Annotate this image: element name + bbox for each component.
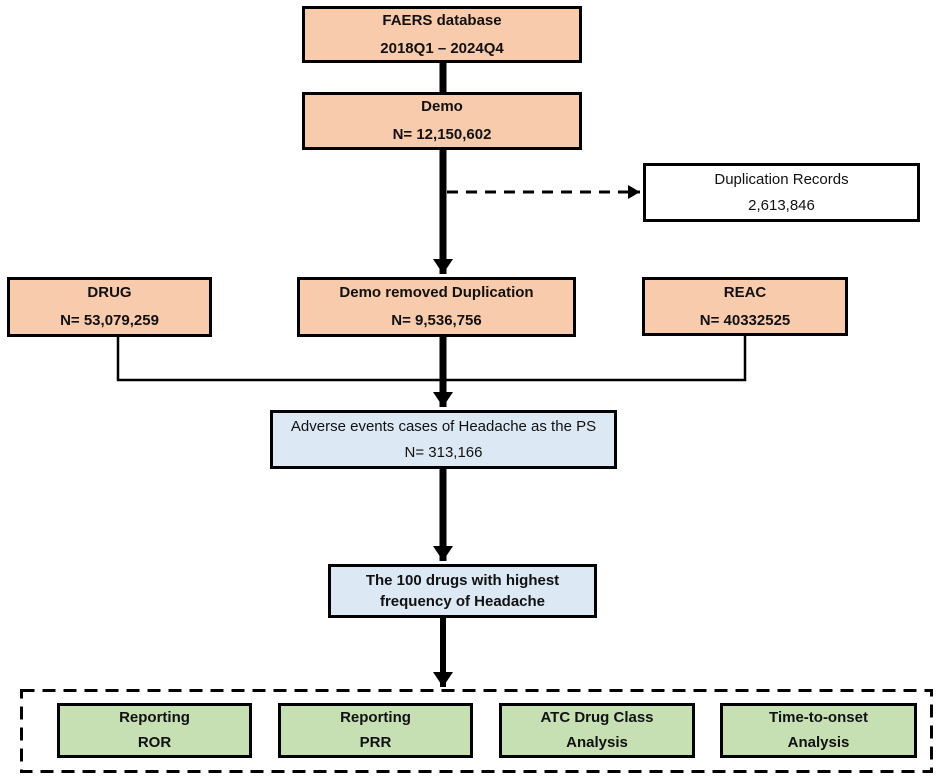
demo-removed-count: N= 9,536,756 xyxy=(391,312,482,329)
duplication-records-title: Duplication Records xyxy=(714,170,849,188)
faers-database-title: FAERS database xyxy=(382,11,502,29)
demo-title: Demo xyxy=(421,98,463,115)
bracket-connector-drug-reac xyxy=(116,336,747,382)
tto-line1: Time-to-onset xyxy=(769,709,868,726)
top100-line2: frequency of Headache xyxy=(379,592,546,610)
reac-box: REAC N= 40332525 xyxy=(642,277,848,336)
faers-database-box: FAERS database 2018Q1 – 2024Q4 xyxy=(302,6,582,63)
prr-line2: PRR xyxy=(359,734,392,751)
atc-line2: Analysis xyxy=(566,734,628,751)
prr-line1: Reporting xyxy=(340,709,411,726)
reac-title: REAC xyxy=(723,283,767,301)
duplication-records-box: Duplication Records 2,613,846 xyxy=(643,163,920,222)
demo-box: Demo N= 12,150,602 xyxy=(302,92,582,150)
demo-count: N= 12,150,602 xyxy=(392,126,492,143)
top100-line1: The 100 drugs with highest xyxy=(365,571,560,589)
demo-removed-title: Demo removed Duplication xyxy=(339,284,534,301)
adverse-events-count: N= 313,166 xyxy=(404,443,483,461)
tto-line2: Analysis xyxy=(787,734,850,751)
time-to-onset-box: Time-to-onset Analysis xyxy=(720,703,917,758)
adverse-events-title: Adverse events cases of Headache as the … xyxy=(290,417,597,435)
ror-line2: ROR xyxy=(137,734,172,751)
adverse-events-box: Adverse events cases of Headache as the … xyxy=(270,410,617,469)
reac-count: N= 40332525 xyxy=(699,311,791,329)
reporting-ror-box: Reporting ROR xyxy=(57,703,252,758)
reporting-prr-box: Reporting PRR xyxy=(278,703,473,758)
ror-line1: Reporting xyxy=(119,709,190,726)
analysis-group-dashed-border xyxy=(20,689,933,773)
drug-title: DRUG xyxy=(87,284,132,301)
atc-line1: ATC Drug Class xyxy=(540,709,654,726)
top100-drugs-box: The 100 drugs with highest frequency of … xyxy=(328,564,597,618)
drug-count: N= 53,079,259 xyxy=(60,312,159,329)
faers-database-period: 2018Q1 – 2024Q4 xyxy=(380,39,504,57)
duplication-records-count: 2,613,846 xyxy=(748,196,815,214)
atc-drug-class-box: ATC Drug Class Analysis xyxy=(499,703,695,758)
drug-box: DRUG N= 53,079,259 xyxy=(7,277,212,337)
demo-removed-duplication-box: Demo removed Duplication N= 9,536,756 xyxy=(297,277,576,337)
